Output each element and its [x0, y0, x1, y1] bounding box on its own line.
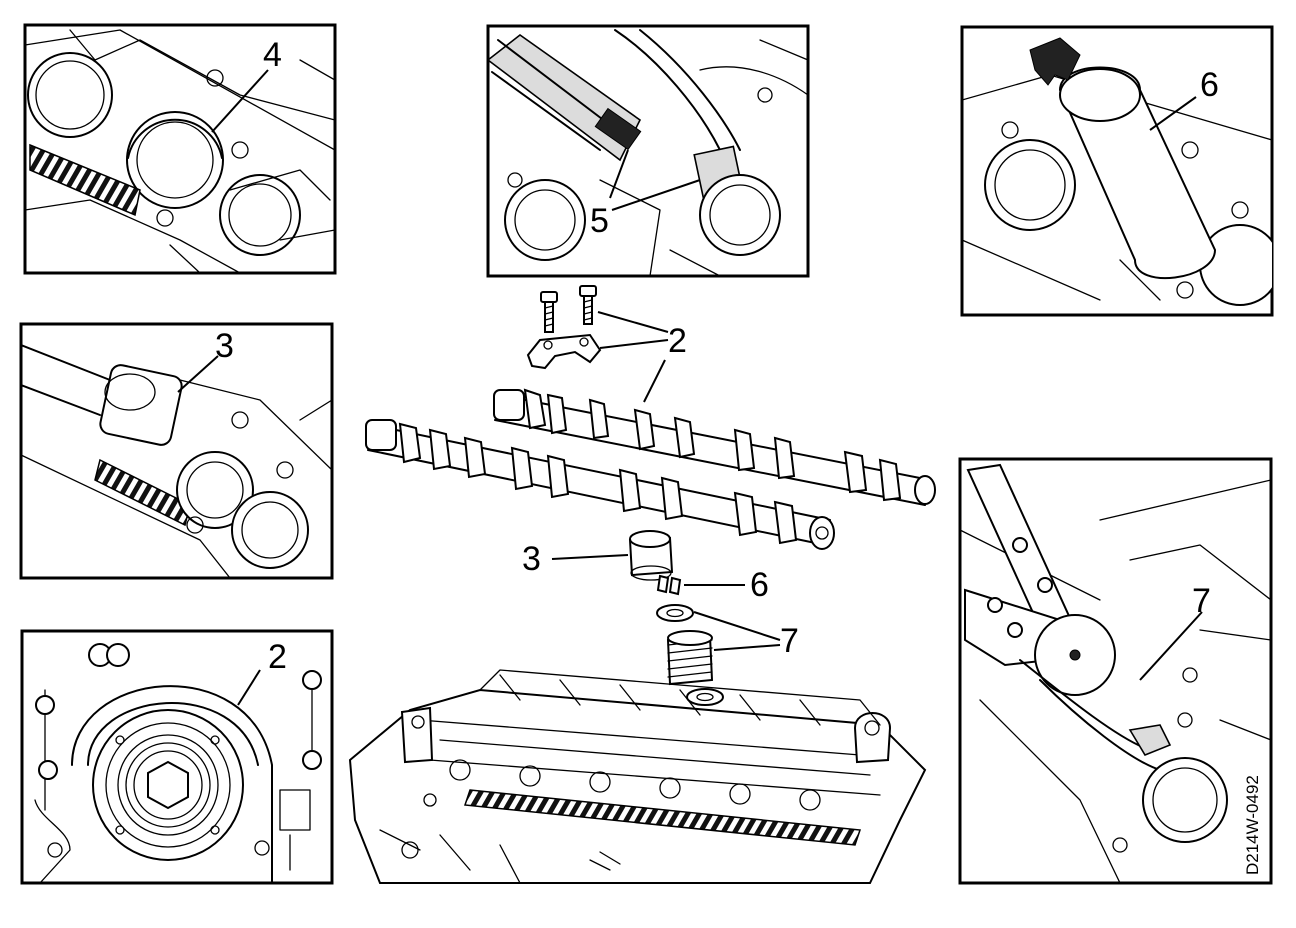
callout-3-leader [177, 355, 219, 393]
lower-camshaft [365, 419, 835, 550]
callout-4: 4 [263, 36, 282, 74]
callout-4-leader [211, 69, 269, 133]
figure-code: D214W-0492 [1243, 775, 1262, 875]
exploded-view: 2 [348, 285, 936, 884]
panel-top-middle: 5 [486, 24, 810, 278]
panel-bottom-right: 7 D214W-0492 [958, 457, 1273, 885]
exploded-callout-2: 2 [668, 322, 687, 360]
valve-spring-assembly [656, 604, 724, 706]
cylinder-head [348, 669, 927, 884]
callout-5: 5 [590, 202, 609, 240]
upper-camshaft [493, 388, 936, 506]
panel-top-right: 6 [960, 25, 1274, 317]
callout-2-leader-bolts [597, 311, 669, 333]
exploded-callout-3: 3 [522, 540, 541, 578]
exploded-callout-6: 6 [750, 566, 769, 604]
callout-2-leader [237, 669, 261, 706]
callout-6-leader [1149, 96, 1197, 131]
exploded-callout-7: 7 [780, 622, 799, 660]
camshaft-bearing-cap [526, 285, 602, 370]
callout-3-leader-tappet [551, 554, 629, 560]
panel-bottom-left: 2 [20, 629, 334, 885]
panel-middle-left: 3 [19, 322, 334, 580]
callout-7-leader-spring [713, 644, 781, 651]
callout-2-leader-cap [599, 339, 669, 349]
tappet-bucket [628, 530, 674, 581]
callout-2-leader-cam [643, 359, 666, 403]
callout-7: 7 [1192, 582, 1211, 620]
callout-3: 3 [215, 327, 234, 365]
panel-top-left: 4 [23, 23, 337, 275]
callout-5-leader-b [611, 179, 701, 211]
valve-keepers [656, 574, 682, 596]
callout-7-leader-retainer [693, 611, 781, 641]
callout-7-leader [1139, 611, 1203, 681]
callout-6: 6 [1200, 66, 1219, 104]
callout-2: 2 [268, 638, 287, 676]
callout-5-leader-a [609, 149, 629, 199]
